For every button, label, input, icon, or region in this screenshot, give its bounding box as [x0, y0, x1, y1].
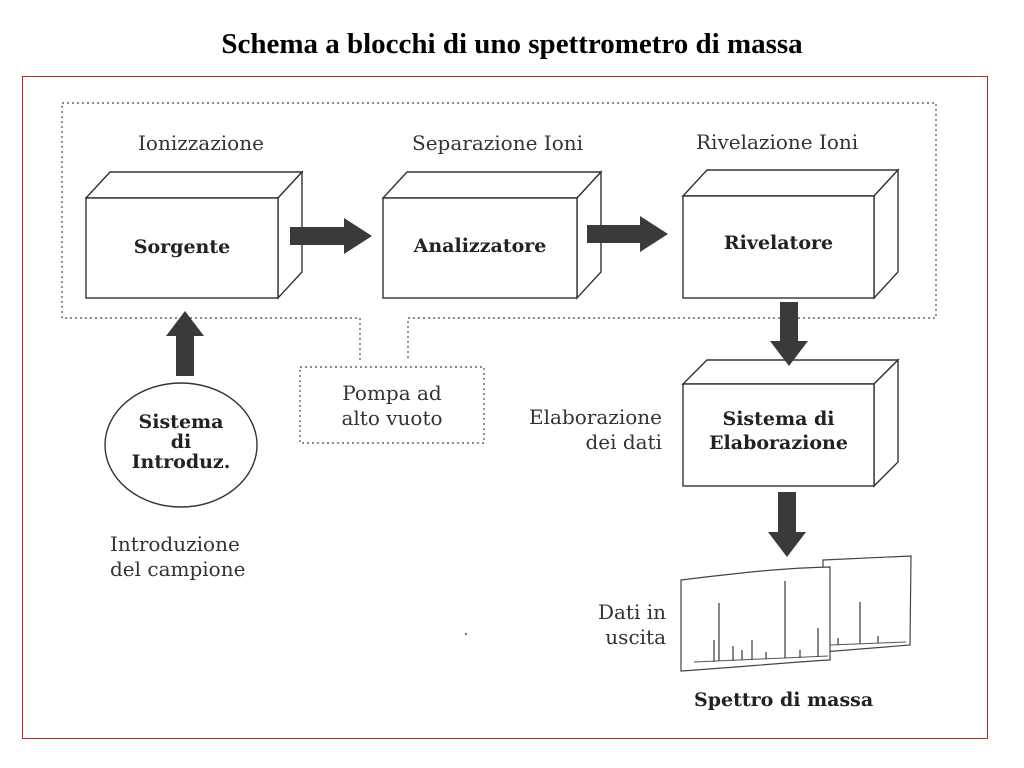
arrow-sorgente-to-analizzatore: [290, 218, 372, 254]
inlet-caption: Introduzione del campione: [110, 532, 245, 582]
block-label-elaborazione: Sistema di Elaborazione: [683, 408, 874, 456]
inlet-caption-line1: Introduzione: [110, 532, 240, 556]
arrow-elaborazione-to-output: [768, 492, 806, 557]
stage-label-ionizzazione: Ionizzazione: [138, 131, 264, 155]
pump-box-outline: [299, 366, 485, 444]
output-label: Dati in uscita: [580, 600, 666, 650]
pump-label-line1: Pompa ad: [342, 381, 442, 405]
block-label-elaborazione-line2: Elaborazione: [709, 431, 848, 454]
spectrum-sheet-front: [680, 566, 831, 672]
data-processing-label: Elaborazione dei dati: [500, 405, 662, 455]
block-label-analizzatore: Analizzatore: [413, 235, 547, 257]
output-label-line1: Dati in: [597, 600, 666, 624]
spectrum-caption: Spettro di massa: [694, 689, 874, 711]
diagram-frame: [22, 76, 988, 739]
inlet-label-line3: Introduz.: [131, 450, 231, 473]
pump-label-line2: alto vuoto: [341, 406, 443, 430]
elaborazione-block: [681, 358, 900, 488]
stage-label-rivelazione: Rivelazione Ioni: [696, 130, 859, 154]
inlet-caption-line2: del campione: [110, 557, 246, 581]
data-processing-line2: dei dati: [585, 430, 662, 454]
inlet-ellipse: [104, 382, 258, 508]
block-label-elaborazione-line1: Sistema di: [722, 408, 835, 430]
spectrum-sheet-back: [822, 555, 912, 653]
inlet-label-line1: Sistema: [138, 411, 224, 433]
block-label-rivelatore: Rivelatore: [723, 232, 834, 254]
analizzatore-block: [381, 170, 603, 300]
arrow-inlet-to-sorgente: [166, 311, 204, 376]
spectrum-peaks: [713, 581, 879, 662]
inlet-label: Sistema di Introduz.: [105, 411, 257, 473]
block-label-sorgente: Sorgente: [133, 236, 231, 258]
sorgente-block: [84, 170, 304, 300]
rivelatore-block: [681, 168, 900, 300]
arrow-rivelatore-to-elaborazione: [770, 302, 808, 366]
inlet-label-line2: di: [170, 430, 192, 453]
vacuum-region-outline: [61, 102, 937, 360]
data-processing-line1: Elaborazione: [529, 405, 662, 429]
arrow-analizzatore-to-rivelatore: [587, 216, 668, 252]
pump-label: Pompa ad alto vuoto: [300, 381, 484, 431]
spectrum-baseline: [693, 641, 907, 663]
output-label-line2: uscita: [605, 625, 666, 649]
slide-title: Schema a blocchi di uno spettrometro di …: [221, 28, 803, 60]
stage-label-separazione: Separazione Ioni: [412, 131, 584, 155]
